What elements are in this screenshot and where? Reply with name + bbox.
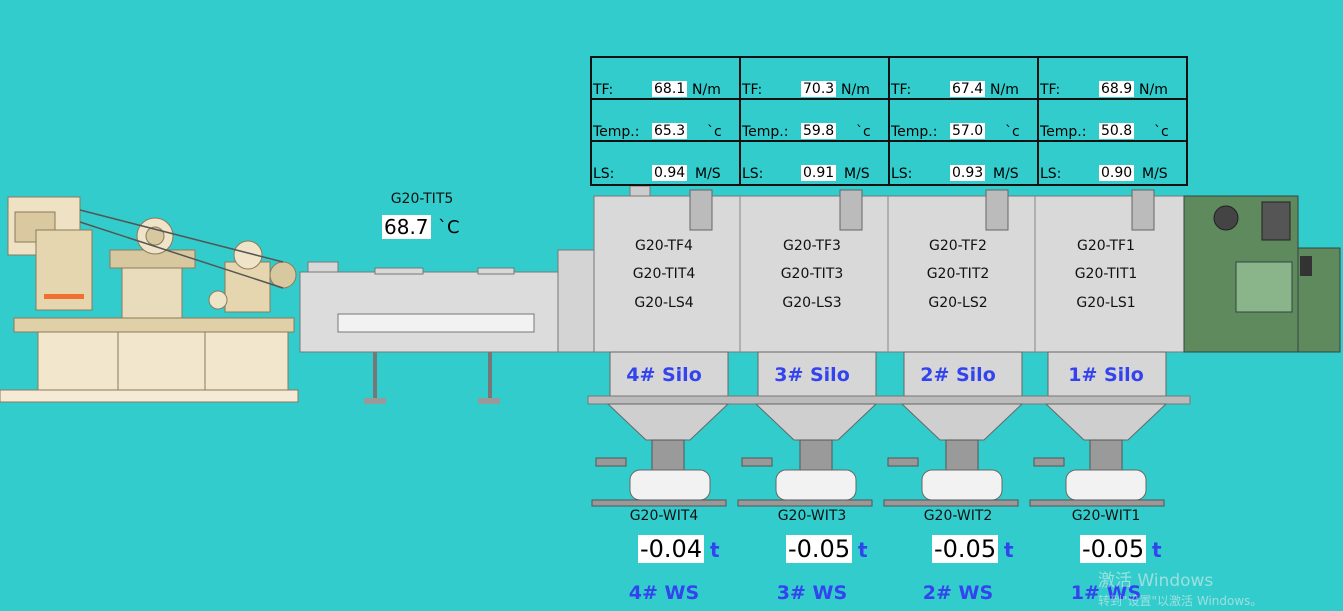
silo-label-1: 1# Silo xyxy=(1068,364,1144,386)
tit5-tag: G20-TIT5 xyxy=(390,191,454,207)
ls-unit: M/S xyxy=(1142,166,1168,182)
temp-value: 65.3 xyxy=(652,123,688,139)
tit5-value: 68.7 xyxy=(382,215,431,239)
tf-unit: N/m xyxy=(1139,82,1168,98)
ws-label-2: 2# WS xyxy=(922,582,994,604)
temp-label: Temp.: xyxy=(1040,124,1087,140)
temp-row: Temp.: 57.0 `c xyxy=(890,100,1037,142)
temp-row: Temp.: 65.3 `c xyxy=(592,100,739,142)
temp-label: Temp.: xyxy=(593,124,640,140)
weight-unit-1: t xyxy=(1152,538,1162,562)
activation-watermark-text: 转到"设置"以激活 Windows。 xyxy=(1098,594,1263,608)
weight-unit-4: t xyxy=(710,538,720,562)
temp-row: Temp.: 59.8 `c xyxy=(741,100,888,142)
dryer-housing xyxy=(587,185,1191,507)
wit-tag-3: G20-WIT3 xyxy=(777,508,847,524)
weight-unit-3: t xyxy=(858,538,868,562)
tf-label: TF: xyxy=(742,82,763,98)
ls-label: LS: xyxy=(891,166,913,182)
tit5-unit: `C xyxy=(438,217,460,238)
ws-label-3: 3# WS xyxy=(776,582,848,604)
conveyor-tank xyxy=(299,249,595,404)
silo-label-2: 2# Silo xyxy=(920,364,996,386)
ls-row: LS: 0.91 M/S xyxy=(741,142,888,184)
ls-value: 0.93 xyxy=(950,165,986,181)
temp-unit: `c xyxy=(1154,124,1169,140)
tf-unit: N/m xyxy=(692,82,721,98)
ls-unit: M/S xyxy=(844,166,870,182)
temp-unit: `c xyxy=(1005,124,1020,140)
activation-watermark-title: 激活 Windows xyxy=(1098,571,1214,591)
extruder-machine xyxy=(0,196,299,403)
ls-tag-3: G20-LS3 xyxy=(782,295,842,311)
silo-label-4: 4# Silo xyxy=(626,364,702,386)
ls-tag-2: G20-LS2 xyxy=(928,295,988,311)
tf-value: 70.3 xyxy=(801,81,837,97)
tf-label: TF: xyxy=(891,82,912,98)
weight-value-3: -0.05 xyxy=(786,535,853,563)
tf-label: TF: xyxy=(593,82,614,98)
ls-row: LS: 0.90 M/S xyxy=(1039,142,1188,184)
tf-tag-4: G20-TF4 xyxy=(635,238,693,254)
tf-value: 67.4 xyxy=(950,81,986,97)
ws-label-1: 1# WS xyxy=(1070,582,1142,604)
tf-unit: N/m xyxy=(990,82,1019,98)
weight-value-1: -0.05 xyxy=(1080,535,1147,563)
ls-value: 0.91 xyxy=(801,165,837,181)
tit-tag-4: G20-TIT4 xyxy=(632,266,696,282)
tit-tag-1: G20-TIT1 xyxy=(1074,266,1138,282)
ls-label: LS: xyxy=(593,166,615,182)
temp-row: Temp.: 50.8 `c xyxy=(1039,100,1188,142)
weight-value-2: -0.05 xyxy=(932,535,999,563)
ls-tag-4: G20-LS4 xyxy=(634,295,694,311)
ls-label: LS: xyxy=(742,166,764,182)
temp-value: 50.8 xyxy=(1099,123,1135,139)
ws-label-4: 4# WS xyxy=(628,582,700,604)
temp-unit: `c xyxy=(856,124,871,140)
tf-tag-1: G20-TF1 xyxy=(1077,238,1135,254)
tit-tag-3: G20-TIT3 xyxy=(780,266,844,282)
ls-row: LS: 0.93 M/S xyxy=(890,142,1037,184)
tf-label: TF: xyxy=(1040,82,1061,98)
tf-tag-3: G20-TF3 xyxy=(783,238,841,254)
ls-value: 0.94 xyxy=(652,165,688,181)
weight-value-4: -0.04 xyxy=(638,535,705,563)
temp-label: Temp.: xyxy=(891,124,938,140)
tf-value: 68.1 xyxy=(652,81,688,97)
wit-tag-4: G20-WIT4 xyxy=(629,508,699,524)
wit-tag-2: G20-WIT2 xyxy=(923,508,993,524)
temp-value: 59.8 xyxy=(801,123,837,139)
ls-tag-1: G20-LS1 xyxy=(1076,295,1136,311)
ls-unit: M/S xyxy=(695,166,721,182)
tf-tag-2: G20-TF2 xyxy=(929,238,987,254)
tf-unit: N/m xyxy=(841,82,870,98)
temp-value: 57.0 xyxy=(950,123,986,139)
wit-tag-1: G20-WIT1 xyxy=(1071,508,1141,524)
ls-label: LS: xyxy=(1040,166,1062,182)
ls-row: LS: 0.94 M/S xyxy=(592,142,739,184)
tit-tag-2: G20-TIT2 xyxy=(926,266,990,282)
ls-value: 0.90 xyxy=(1099,165,1135,181)
ls-unit: M/S xyxy=(993,166,1019,182)
control-cabinet xyxy=(1183,195,1341,353)
temp-label: Temp.: xyxy=(742,124,789,140)
temp-unit: `c xyxy=(707,124,722,140)
tf-value: 68.9 xyxy=(1099,81,1135,97)
silo-label-3: 3# Silo xyxy=(774,364,850,386)
weight-unit-2: t xyxy=(1004,538,1014,562)
